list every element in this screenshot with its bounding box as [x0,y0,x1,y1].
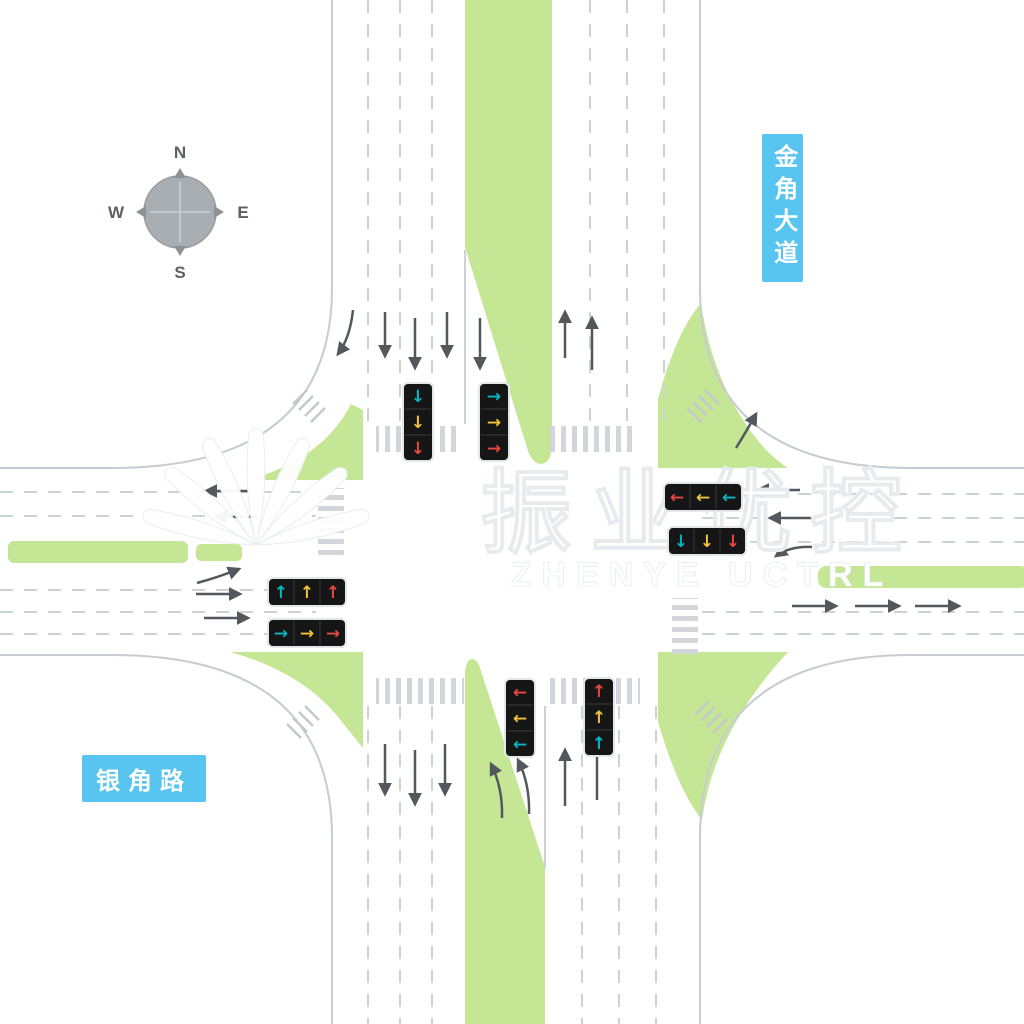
crosswalk-east [672,598,698,656]
compass-pointer-s [174,246,186,256]
greenery [8,0,1024,1024]
edge-ne [699,0,1024,469]
compass-s: S [174,263,185,282]
ramp-hatches [286,389,728,739]
signal-arrow-left-icon: ← [722,488,736,508]
compass-pointer-w [136,206,146,218]
median-south [465,659,545,1024]
signal-arrow-down-icon: ↓ [674,532,688,552]
watermark: 振业优控 ZHENYE UCTRL [142,427,920,594]
signal-north-through-body [402,382,434,462]
signal-south-through-body [583,677,615,757]
signal-arrow-left-icon: ← [513,683,527,703]
compass-cross [150,182,210,242]
signal-arrow-left-icon: ← [670,488,684,508]
signal-arrow-left-icon: ← [513,709,527,729]
signal-arrow-left-icon: ← [513,735,527,755]
signal-arrow-right-icon: → [326,624,340,644]
signal-arrow-down-icon: ↓ [411,387,425,407]
signal-south-left: ← ← ← [504,678,536,758]
watermark-cn-text: 振业优控 [480,463,920,565]
signal-arrow-right-icon: → [274,624,288,644]
signal-west-left-body [267,618,347,648]
edge-sw [0,654,333,1024]
hatch-sw [286,705,320,739]
signal-arrow-down-icon: ↓ [726,532,740,552]
island-nw [248,404,363,480]
hatch-nw [292,389,326,423]
signal-north-through: ↓ ↓ ↓ [402,382,434,462]
signal-arrow-up-icon: ↑ [300,583,314,603]
signal-arrow-down-icon: ↓ [411,439,425,459]
signal-arrow-right-icon: → [300,624,314,644]
signal-east-left-body [663,482,743,512]
signal-arrow-left-icon: ← [696,488,710,508]
signal-south-through: ↑ ↑ ↑ [583,677,615,757]
median-west-1 [8,541,188,563]
edge-se [699,654,1024,1024]
signal-arrow-down-icon: ↓ [411,413,425,433]
compass-pointer-e [214,206,224,218]
signal-arrow-right-icon: → [487,387,501,407]
signal-layer: ↓ ↓ ↓ → → → ← ← ← ↓ ↓ ↓ ↑ ↑ ↑ → → → ← ← ← ↑ ↑ ↑ [267,382,747,758]
signal-west-through-body [267,577,347,607]
signal-arrow-right-icon: → [487,413,501,433]
median-west-2 [196,544,242,561]
compass-pointer-n [174,168,186,178]
road-label-north-south: 金角大道 [762,134,803,282]
median-east [818,566,1024,588]
road-label-east-west: 银角路 [82,755,206,802]
signal-arrow-right-icon: → [487,439,501,459]
island-sw [230,652,363,748]
compass-w: W [108,203,125,222]
compass-e: E [237,203,248,222]
signal-arrow-up-icon: ↑ [274,583,288,603]
signal-east-through-body [667,526,747,556]
signal-arrow-up-icon: ↑ [592,708,606,728]
compass: N S E W [108,143,249,282]
signal-west-through: ↑ ↑ ↑ [267,577,347,607]
signal-north-left: → → → [478,382,510,462]
signal-arrow-down-icon: ↓ [700,532,714,552]
signal-west-left: → → → [267,618,347,648]
signal-arrow-up-icon: ↑ [592,734,606,754]
crosswalk-south-west [376,678,464,704]
crosswalk-north-east [546,426,636,452]
signal-south-left-body [504,678,536,758]
signal-east-left: ← ← ← [663,482,743,512]
median-north [465,0,552,464]
hatch-ne [686,389,720,423]
watermark-logo-icon [142,427,370,546]
signal-east-through: ↓ ↓ ↓ [667,526,747,556]
compass-n: N [174,143,186,162]
hatch-se [694,700,728,734]
edge-nw [0,0,333,469]
signal-north-left-body [478,382,510,462]
signal-arrow-up-icon: ↑ [592,682,606,702]
watermark-en-text: ZHENYE UCTRL [511,556,894,594]
signal-arrow-up-icon: ↑ [326,583,340,603]
